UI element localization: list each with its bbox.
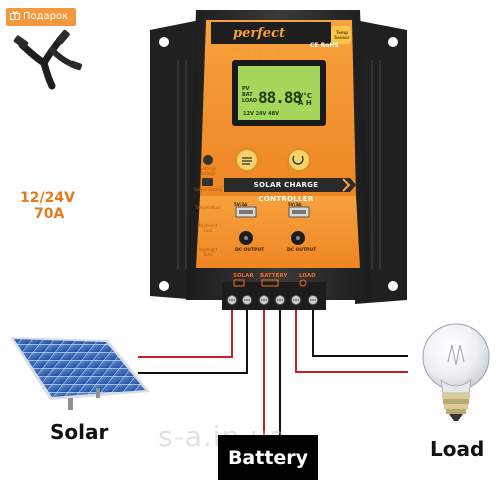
gift-badge: Подарок bbox=[6, 8, 76, 26]
battery-caption: Battery bbox=[227, 446, 309, 469]
cert-marks: CE RoHS bbox=[310, 42, 339, 49]
lcd-units: V°C A H bbox=[298, 92, 313, 107]
load-wires bbox=[295, 310, 408, 373]
charge-controller bbox=[150, 10, 407, 310]
mc4-connector-cables bbox=[13, 29, 83, 90]
usb-right-label: 5V/3A bbox=[288, 202, 302, 207]
battery-box: Battery bbox=[218, 435, 318, 480]
side-label-keylock: Keyboard Lock bbox=[198, 223, 218, 233]
voltage-spec: 12/24V bbox=[20, 190, 75, 206]
side-label-temperature: Temperature bbox=[195, 205, 221, 210]
light-bulb bbox=[422, 323, 490, 421]
side-label-select: Select Setting bbox=[194, 187, 222, 192]
solar-wires bbox=[138, 310, 248, 374]
solar-panel bbox=[10, 337, 150, 410]
temp-sensor-label: Temp Sensor bbox=[334, 30, 350, 40]
solar-caption: Solar bbox=[50, 420, 109, 444]
controller-banner: SOLAR CHARGE CONTROLLER bbox=[253, 181, 319, 203]
terminal-label-battery: BATTERY bbox=[260, 273, 288, 279]
usb-left-label: 5V/3A bbox=[234, 202, 248, 207]
lcd-digits: 88.88 bbox=[258, 88, 302, 107]
spec-text: 12/24V 70A bbox=[20, 190, 100, 222]
gift-icon bbox=[10, 11, 20, 20]
side-label-settings: Settings Voltage bbox=[199, 166, 217, 176]
terminal-label-solar: SOLAR bbox=[233, 273, 254, 279]
load-caption: Load bbox=[430, 437, 485, 461]
dc-output-left-label: DC OUTPUT bbox=[235, 248, 265, 253]
current-spec: 70A bbox=[34, 206, 65, 222]
lcd-voltage-labels: 12V 24V 48V bbox=[243, 111, 279, 117]
brand-logo: perfect suitor bbox=[233, 26, 285, 63]
terminal-label-load: LOAD bbox=[299, 273, 316, 279]
battery-wires bbox=[263, 310, 281, 436]
gift-badge-label: Подарок bbox=[23, 11, 69, 22]
lcd-labels: PV BAT LOAD bbox=[242, 86, 258, 104]
dc-output-right-label: DC OUTPUT bbox=[287, 248, 317, 253]
side-label-backlight: Backlight Time bbox=[198, 247, 218, 257]
